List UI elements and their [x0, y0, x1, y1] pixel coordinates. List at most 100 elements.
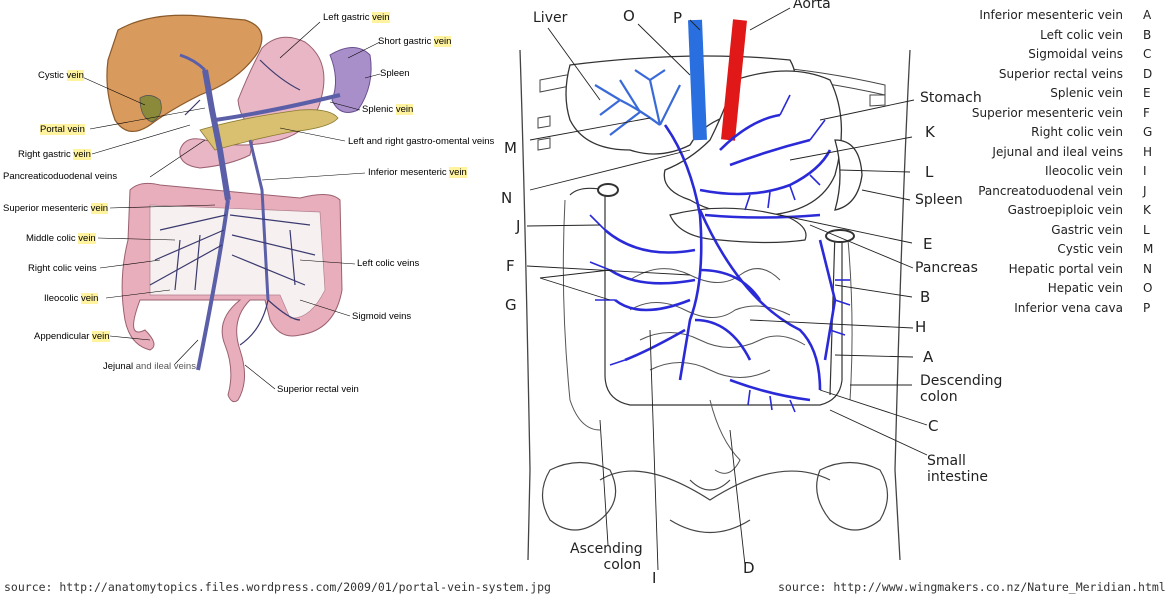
legend-letter: P [1143, 300, 1151, 315]
label-spleen-right: Spleen [915, 192, 963, 208]
legend-letter: O [1143, 281, 1153, 295]
pancreas-outline [669, 207, 807, 244]
source-right: source: http://www.wingmakers.co.nz/Natu… [778, 580, 1166, 594]
label-gastro-omental-veins: Left and right gastro-omental veins [348, 136, 495, 147]
label-inferior-mesenteric-vein: Inferior mesenteric vein [368, 167, 467, 178]
letter-L: L [925, 163, 934, 181]
colon-end-right [825, 229, 855, 243]
legend-vein-name: Left colic vein [1040, 27, 1123, 42]
legend-letter: D [1143, 66, 1153, 81]
letter-O: O [623, 7, 635, 25]
pelvis-outline [541, 461, 889, 534]
legend-row: Hepatic portal vein N [985, 262, 1165, 282]
label-superior-mesenteric-vein: Superior mesenteric vein [3, 203, 109, 214]
torso-outline [519, 49, 911, 561]
label-middle-colic-vein: Middle colic vein [26, 233, 96, 244]
label-liver: Liver [533, 10, 568, 26]
branch-veins [149, 59, 316, 346]
letter-K: K [925, 123, 935, 141]
inferior-mesenteric-path [248, 139, 270, 301]
descending-colon-wall [847, 239, 853, 401]
legend-vein-name: Cystic vein [1057, 242, 1123, 256]
label-cystic-vein: Cystic vein [38, 70, 84, 81]
legend-vein-name: Ileocolic vein [1044, 164, 1123, 178]
label-pancreas: Pancreas [915, 260, 978, 276]
legend-vein-name: Sigmoidal veins [1028, 47, 1123, 61]
legend-row: Ileocolic vein I [985, 164, 1165, 184]
spleen-shape [329, 47, 372, 113]
legend-vein-name: Splenic vein [1050, 86, 1123, 100]
leader-lines [79, 21, 381, 390]
label-right-gastric-vein: Right gastric vein [18, 149, 91, 160]
letter-P: P [673, 9, 683, 27]
legend-row: Superior rectal veins D [985, 67, 1165, 87]
legend-row: Jejunal and ileal veins H [985, 145, 1165, 165]
small-intestine-loops [629, 268, 806, 474]
letter-A: A [923, 348, 934, 366]
callout-lines [526, 7, 928, 571]
legend-vein-name: Right colic vein [1031, 125, 1123, 139]
label-jejunal-ileal-veins: Jejunal and ileal veins [103, 361, 196, 372]
letter-D: D [743, 559, 755, 577]
splenic-vein-path [214, 93, 341, 122]
portal-vein-trunk [202, 69, 231, 201]
hepatic-vein-tree [594, 69, 681, 136]
aorta-vessel [721, 19, 747, 141]
legend-letter: H [1143, 144, 1153, 159]
legend-vein-name: Inferior vena cava [1014, 300, 1123, 315]
letter-I: I [652, 569, 657, 587]
hepatic-portal-system-diagram: Liver Aorta Stomach Spleen Pancreas Desc… [490, 0, 1170, 600]
legend-letter: C [1143, 47, 1152, 61]
legend-letter: F [1143, 105, 1150, 120]
label-left-gastric-vein: Left gastric vein [323, 12, 390, 23]
portal-vein-drawing [79, 14, 381, 403]
small-vein-branches [589, 94, 851, 413]
legend-vein-name: Superior rectal veins [998, 66, 1123, 81]
legend-vein-name: Hepatic vein [1047, 281, 1123, 295]
label-right-colic-veins: Right colic veins [28, 263, 97, 274]
legend-letter: M [1143, 242, 1154, 256]
legend-row: Left colic vein B [985, 28, 1165, 48]
label-appendicular-vein: Appendicular vein [34, 331, 110, 342]
spleen-outline [834, 139, 863, 211]
letter-B: B [920, 288, 931, 306]
mesentery-area [149, 204, 326, 319]
hepatic-branch [179, 53, 207, 72]
label-portal-vein: Portal vein [40, 124, 85, 135]
label-ileocolic-vein: Ileocolic vein [44, 293, 99, 304]
legend-letter: I [1143, 164, 1147, 178]
colon-end-left [597, 183, 619, 197]
vena-cava-vessel [688, 19, 707, 141]
legend-letter: E [1143, 86, 1151, 100]
letter-H: H [915, 318, 927, 336]
legend-vein-name: Hepatic portal vein [1008, 261, 1123, 276]
legend-letter: A [1143, 8, 1152, 22]
letter-E: E [923, 235, 933, 253]
legend-vein-name: Jejunal and ileal veins [992, 144, 1123, 159]
legend-letter: B [1143, 27, 1152, 42]
legend-row: Splenic vein E [985, 86, 1165, 106]
legend-row: Inferior mesenteric vein A [979, 8, 1165, 28]
legend-letter: N [1143, 261, 1152, 276]
legend-vein-name: Gastric vein [1051, 222, 1123, 237]
label-spleen: Spleen [380, 68, 410, 79]
label-superior-rectal-vein: Superior rectal vein [277, 384, 359, 395]
legend-row: Hepatic vein O [985, 281, 1165, 301]
source-left: source: http://anatomytopics.files.wordp… [4, 580, 551, 594]
portal-vein-illustration: Left gastric vein Short gastric vein Cys… [0, 0, 510, 420]
letter-G: G [505, 296, 517, 314]
legend-vein-name: Gastroepiploic vein [1007, 203, 1123, 217]
label-short-gastric-vein: Short gastric vein [378, 36, 452, 47]
label-stomach: Stomach [920, 90, 982, 106]
ascending-colon-wall [562, 199, 601, 431]
legend-row: Inferior vena cava P [985, 301, 1165, 321]
legend-vein-name: Inferior mesenteric vein [979, 8, 1123, 22]
gallbladder-shape [139, 95, 162, 123]
letter-C: C [928, 417, 939, 435]
